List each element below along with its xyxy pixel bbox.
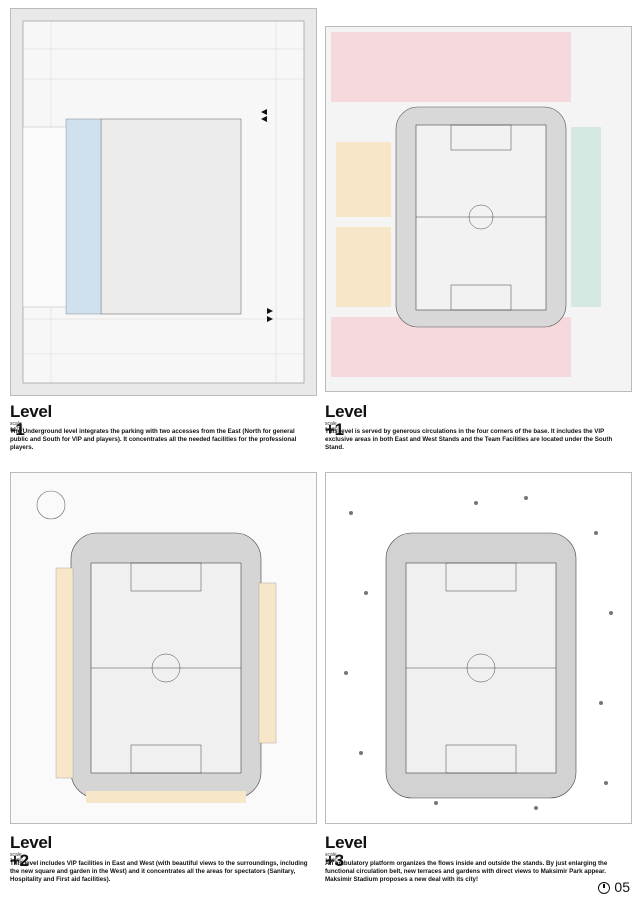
scale-label: scale 1:500 <box>10 852 23 864</box>
level-title: Level +2 <box>10 833 52 870</box>
floor-plan-level-plus-3 <box>325 472 632 824</box>
level-title: Level +3 <box>325 833 367 870</box>
scale-label: scale 1:500 <box>10 421 23 433</box>
scale-label: scale 1:500 <box>325 852 338 864</box>
floor-plan-level-minus-1 <box>10 8 317 396</box>
floor-plan-level-plus-1 <box>325 26 632 392</box>
scale-label: scale 1:500 <box>325 421 338 433</box>
level-title: Level +1 <box>325 402 367 439</box>
level-description: This level includes VIP facilities in Ea… <box>10 860 308 883</box>
clock-icon <box>598 882 611 895</box>
plan-drawing <box>11 473 316 823</box>
plan-drawing <box>326 27 631 391</box>
level-description: An ambulatory platform organizes the flo… <box>325 860 608 883</box>
floor-plan-level-plus-2 <box>10 472 317 824</box>
page-number-label: 05 <box>614 879 630 895</box>
plan-drawing <box>11 9 316 395</box>
level-title: Level -1 <box>10 402 52 439</box>
level-description: The Underground level integrates the par… <box>10 428 297 451</box>
plan-drawing <box>326 473 631 823</box>
page-number: 05 <box>598 879 630 895</box>
level-description: This level is served by generous circula… <box>325 428 613 451</box>
